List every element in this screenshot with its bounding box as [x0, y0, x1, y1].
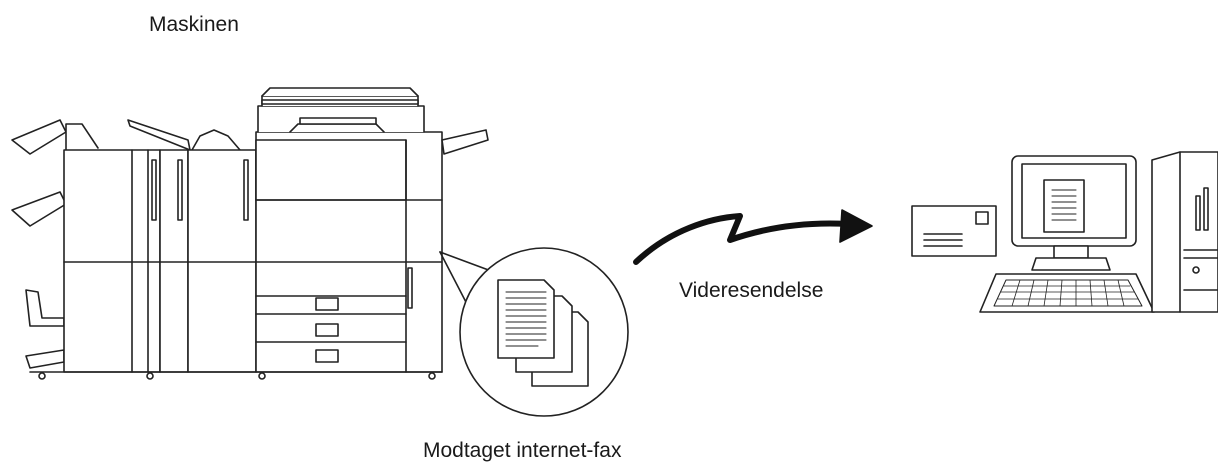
email-envelope-icon: [911, 205, 997, 257]
multifunction-printer-icon: [11, 87, 489, 380]
wavy-arrow-icon: [633, 209, 873, 265]
fax-documents-icon: [497, 279, 589, 387]
forwarding-label: Videresendelse: [679, 279, 824, 302]
desktop-computer-icon: [979, 151, 1218, 313]
received-fax-label: Modtaget internet-fax: [423, 439, 622, 462]
received-documents-callout: [439, 247, 629, 417]
machine-label: Maskinen: [149, 13, 239, 36]
